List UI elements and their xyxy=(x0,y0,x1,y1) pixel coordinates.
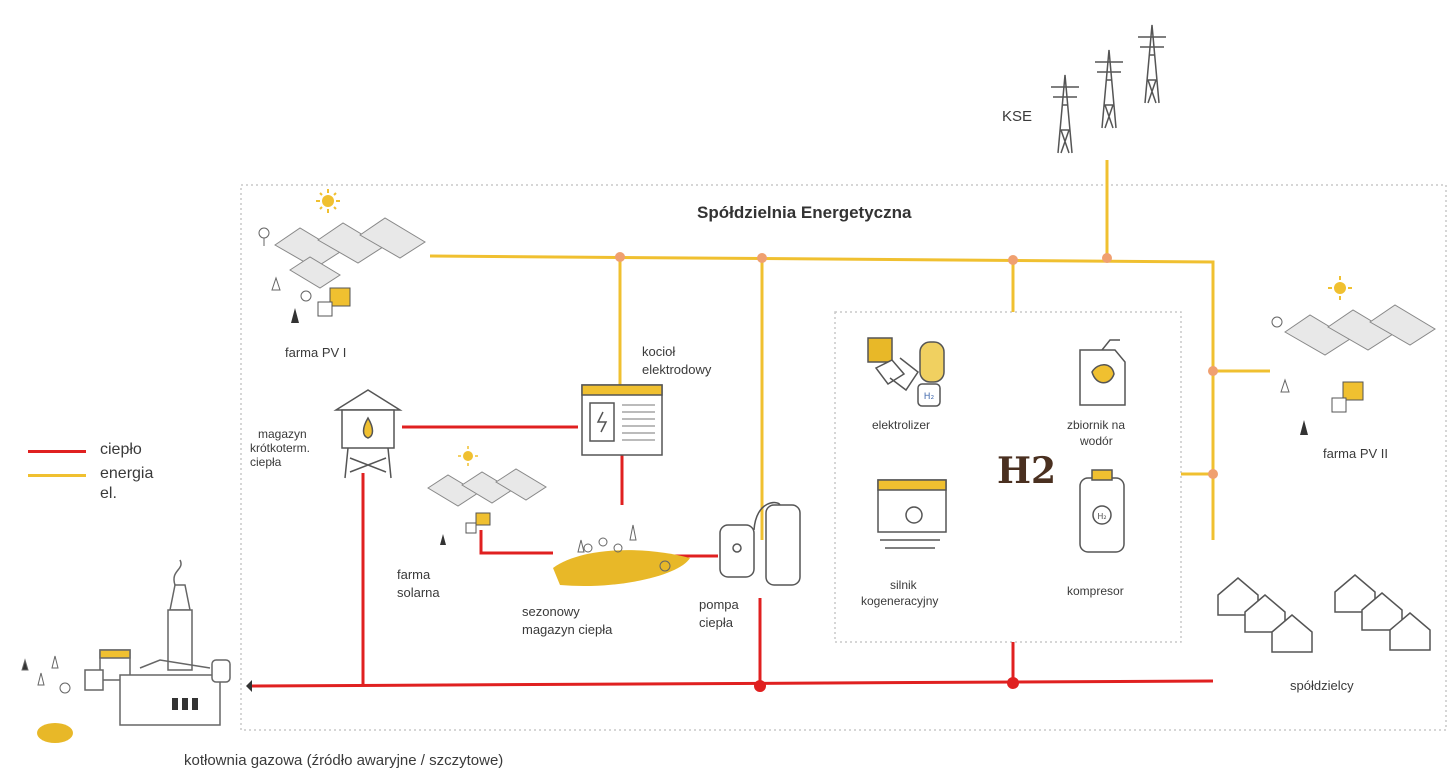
water-tower-icon xyxy=(333,389,403,479)
electrolyzer-icon: H₂ xyxy=(867,337,945,407)
sun-icon xyxy=(458,446,478,466)
solar-label-line1: farma xyxy=(397,567,431,582)
sun-icon xyxy=(316,189,340,213)
legend-swatch-electricity xyxy=(28,474,86,477)
cooperative-boundary xyxy=(240,184,1447,731)
seasonal-label-line1: sezonowy xyxy=(522,604,580,619)
seasonal-storage-icon xyxy=(553,524,690,586)
houses-icon xyxy=(1217,574,1431,653)
junctions xyxy=(615,252,1218,479)
heat-lines xyxy=(249,425,1214,688)
heat-pump-icon xyxy=(719,501,801,586)
boiler-label-line1: kocioł xyxy=(642,344,676,359)
heat-junction-h2 xyxy=(1007,677,1019,689)
storage-label-line1: magazyn xyxy=(258,427,307,441)
sun-icon xyxy=(1328,276,1352,300)
gas-tank-icon xyxy=(37,723,73,743)
heat-pump-label-line2: ciepła xyxy=(699,615,733,630)
solar-label-line2: solarna xyxy=(397,585,440,600)
pv-farm-1-label: farma PV I xyxy=(285,345,347,360)
seasonal-label-line2: magazyn ciepła xyxy=(522,622,613,637)
chp-engine-icon xyxy=(877,479,947,549)
legend-label-electricity: energia el. xyxy=(100,465,154,502)
gas-plant-label: kotłownia gazowa (źródło awaryjne / szcz… xyxy=(184,752,504,769)
pv-farm-1-icon xyxy=(258,217,426,323)
gas-plant-icon xyxy=(84,559,231,726)
members-label: spółdzielcy xyxy=(1290,678,1354,693)
tank-label-line2: wodór xyxy=(1080,434,1113,448)
compressor-icon: H₂ xyxy=(1079,469,1125,553)
electricity-lines xyxy=(429,160,1270,540)
svg-text:H₂: H₂ xyxy=(1097,512,1106,521)
solar-farm-icon xyxy=(427,468,547,545)
trees-icon xyxy=(21,655,71,694)
pv-farm-2-icon xyxy=(1271,304,1436,435)
h2-symbol: H2 xyxy=(997,450,1057,492)
electrolyzer-label: elektrolizer xyxy=(872,418,931,432)
chp-label-line2: kogeneracyjny xyxy=(861,594,939,608)
h2-boundary xyxy=(834,311,1182,643)
compressor-label: kompresor xyxy=(1067,584,1124,598)
grid-label: KSE xyxy=(1002,108,1033,125)
heat-pump-label-line1: pompa xyxy=(699,597,739,612)
diagram-title: Spółdzielnia Energetyczna xyxy=(697,203,912,222)
storage-label-line2: krótkoterm. xyxy=(250,441,311,455)
electrode-boiler-icon xyxy=(581,384,663,456)
svg-text:H₂: H₂ xyxy=(924,392,935,402)
arrow-icon xyxy=(246,680,252,692)
boiler-label-line2: elektrodowy xyxy=(642,362,712,377)
hydrogen-tank-icon xyxy=(1079,339,1126,406)
heat-junction-pump xyxy=(754,680,766,692)
chp-label-line1: silnik xyxy=(890,578,917,592)
storage-label-line3: ciepła xyxy=(250,455,282,469)
power-tower-icons xyxy=(1051,24,1166,154)
tank-label-line1: zbiornik na xyxy=(1067,418,1126,432)
legend-swatch-heat xyxy=(28,450,86,453)
legend-label-heat: ciepło xyxy=(100,441,142,458)
pv-farm-2-label: farma PV II xyxy=(1323,446,1389,461)
